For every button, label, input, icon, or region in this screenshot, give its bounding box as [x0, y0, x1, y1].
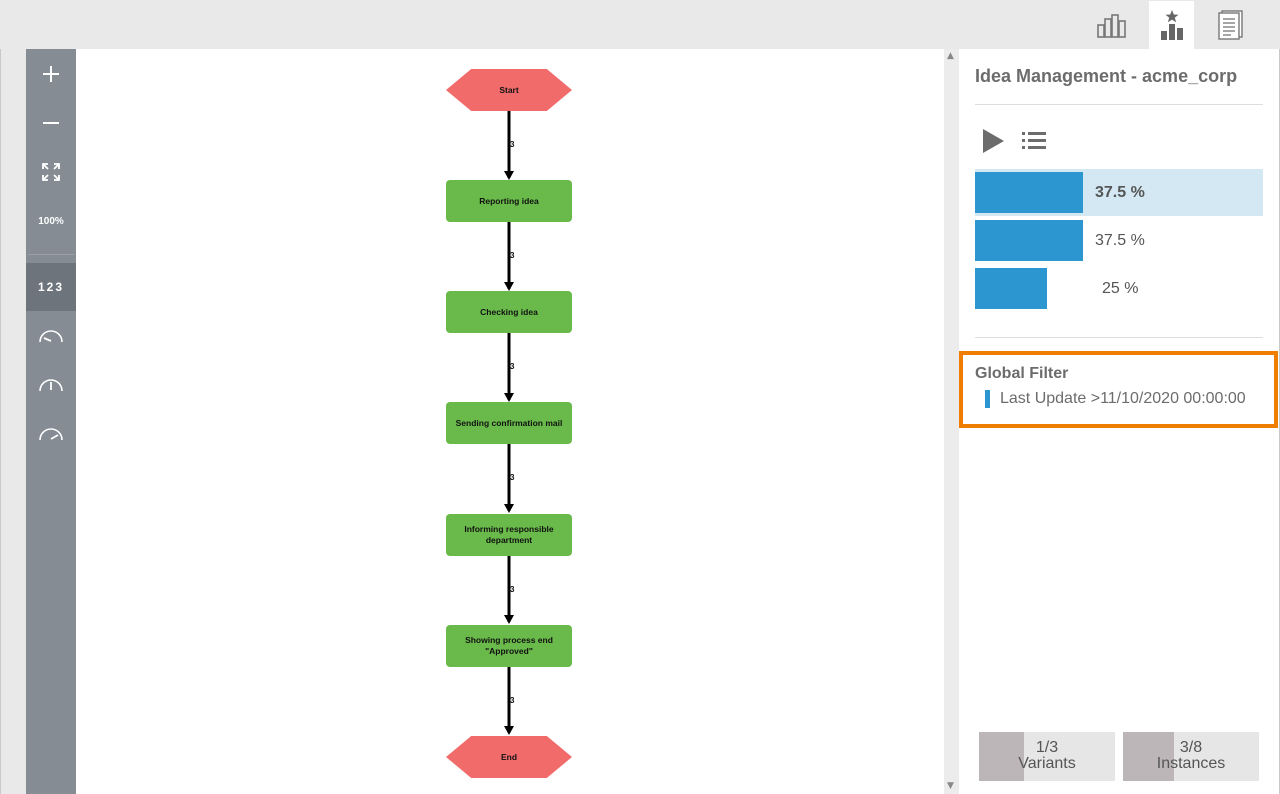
tab-report[interactable]	[1207, 1, 1252, 49]
tab-process-view[interactable]	[1149, 1, 1194, 49]
edge-count-label: 3	[510, 473, 515, 482]
zoom-out-button[interactable]	[26, 100, 76, 146]
speedometer-low-icon	[39, 330, 63, 343]
node-label: Showing process end "Approved"	[465, 635, 553, 656]
process-edges	[504, 111, 514, 735]
instances-count-label: Instances	[1156, 755, 1226, 772]
tab-analysis[interactable]	[1089, 1, 1134, 49]
start-event-node[interactable]: Start	[446, 69, 572, 111]
details-panel: Idea Management - acme_corp 37.5 % 37.5 …	[959, 49, 1280, 794]
variants-progress-fill	[979, 732, 1024, 781]
scroll-down-icon[interactable]: ▼	[947, 781, 954, 791]
speed-fast-button[interactable]	[26, 411, 76, 457]
fit-to-screen-button[interactable]	[26, 149, 76, 195]
variants-count-label: Variants	[1018, 755, 1076, 772]
top-toolbar	[0, 0, 1280, 49]
activity-node[interactable]: Showing process end "Approved"	[446, 625, 572, 667]
variants-count-value: 1/3	[1035, 739, 1059, 756]
variant-row[interactable]: 37.5 %	[975, 169, 1263, 216]
edge-count-label: 3	[510, 140, 515, 149]
variant-row[interactable]: 37.5 %	[975, 217, 1263, 264]
instances-count-button[interactable]: 3/8 Instances	[1123, 732, 1259, 781]
activity-node[interactable]: Reporting idea	[446, 180, 572, 222]
speedometer-high-icon	[39, 428, 63, 441]
node-label: Informing responsible department	[464, 524, 554, 545]
global-filter-title: Global Filter	[975, 365, 1069, 382]
variant-share-bar	[975, 172, 1083, 213]
map-toolbar: 100% 123	[26, 49, 76, 794]
node-label: Start	[499, 84, 519, 95]
filter-text: Last Update >11/10/2020 00:00:00	[1000, 390, 1246, 407]
starred-chart-icon	[1160, 10, 1183, 40]
toolbar-divider	[28, 254, 74, 255]
zoom-in-button[interactable]	[26, 51, 76, 97]
node-label: Sending confirmation mail	[455, 417, 563, 428]
end-event-node[interactable]: End	[446, 736, 572, 778]
edge-count-label: 3	[510, 362, 515, 371]
global-filter-item[interactable]: Last Update >11/10/2020 00:00:00	[985, 390, 1246, 408]
variant-percentage: 37.5 %	[1095, 184, 1145, 201]
edge-count-label: 3	[510, 251, 515, 260]
instances-count-text: 3/8 Instances	[1123, 740, 1259, 772]
variant-share-bar	[975, 220, 1083, 261]
filter-marker	[985, 390, 990, 408]
minus-icon	[43, 122, 59, 124]
bar-chart-icon	[1096, 14, 1126, 38]
show-numbers-button[interactable]: 123	[26, 263, 76, 311]
speed-medium-button[interactable]	[26, 362, 76, 408]
process-map-canvas[interactable]: 3 3 3 3 3 3 Start Reporting idea Checkin…	[76, 49, 944, 794]
variant-percentage: 37.5 %	[1095, 232, 1145, 249]
activity-node[interactable]: Checking idea	[446, 291, 572, 333]
node-label: End	[500, 751, 518, 762]
activity-node[interactable]: Informing responsible department	[446, 514, 572, 556]
variant-percentage: 25 %	[1102, 280, 1139, 297]
fit-screen-icon	[42, 163, 60, 181]
numbers-label: 123	[37, 280, 65, 294]
panel-divider	[975, 337, 1263, 338]
zoom-reset-button[interactable]: 100%	[26, 198, 76, 244]
speed-slow-button[interactable]	[26, 313, 76, 359]
panel-divider	[975, 104, 1263, 105]
activity-node[interactable]: Sending confirmation mail	[446, 402, 572, 444]
plus-icon	[43, 66, 59, 82]
variant-row[interactable]: 25 %	[975, 265, 1263, 312]
node-label: Reporting idea	[479, 195, 539, 206]
instances-progress-fill	[1123, 732, 1174, 781]
edge-count-label: 3	[510, 585, 515, 594]
variant-list-button[interactable]	[1019, 127, 1049, 155]
edge-count-label: 3	[510, 696, 515, 705]
zoom-level: 100%	[38, 215, 64, 227]
global-filter-box: Global Filter Last Update >11/10/2020 00…	[959, 351, 1278, 428]
speedometer-mid-icon	[39, 379, 63, 392]
document-icon	[1217, 10, 1243, 40]
variants-count-text: 1/3 Variants	[979, 740, 1115, 772]
panel-title: Idea Management - acme_corp	[975, 66, 1238, 86]
scroll-up-icon[interactable]: ▲	[947, 51, 954, 61]
variants-count-button[interactable]: 1/3 Variants	[979, 732, 1115, 781]
play-icon	[983, 129, 1004, 153]
node-label: Checking idea	[480, 306, 538, 317]
play-button[interactable]	[979, 126, 1007, 156]
instances-count-value: 3/8	[1179, 739, 1203, 756]
canvas-scrollbar[interactable]: ▲ ▼	[944, 49, 959, 794]
variant-share-bar	[975, 268, 1047, 309]
list-icon	[1022, 132, 1046, 149]
